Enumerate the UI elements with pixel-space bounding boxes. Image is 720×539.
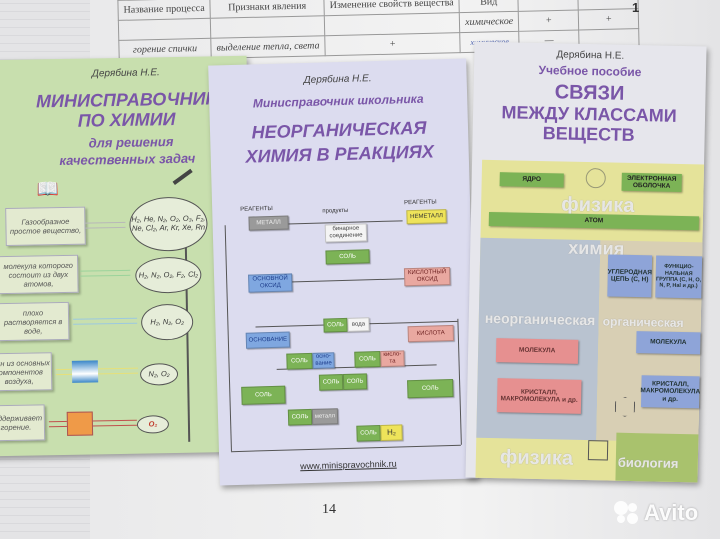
- zone-label-physics: физика: [499, 446, 574, 470]
- table-cell: +: [578, 8, 639, 30]
- author: Дерябина Н.Е.: [303, 73, 372, 87]
- table-cell: [210, 15, 325, 39]
- box-functional-group: ФУНКЦИО-НАЛЬНАЯ ГРУППА (C, H, O, N, P, H…: [655, 255, 703, 299]
- box-salt: СОЛЬ: [354, 350, 381, 368]
- label-reagents-right: РЕАГЕНТЫ: [404, 199, 437, 207]
- author: Дерябина Н.Е.: [556, 49, 625, 62]
- answer-oval: H₂, N₂, O₂, F₂, Cl₂: [135, 256, 202, 294]
- atom-icon: [585, 167, 606, 189]
- series-title: Минисправочник школьника: [252, 91, 424, 111]
- box-metal: МЕТАЛЛ: [248, 215, 289, 231]
- arrow: [80, 269, 131, 277]
- title-line2: ХИМИЯ В РЕАКЦИЯХ: [245, 141, 435, 167]
- label-reagents-left: РЕАГЕНТЫ: [240, 205, 273, 213]
- box-carbon-chain: УГЛЕРОДНАЯ ЦЕПЬ (C, H): [607, 254, 653, 298]
- box-binary-compound: бинарное соединение: [324, 223, 368, 243]
- box-nonmetal: НЕМЕТАЛЛ: [406, 209, 447, 225]
- box-base: ОСНОВАНИЕ: [245, 331, 291, 349]
- box-electron-shell: ЭЛЕКТРОННАЯ ОБОЛОЧКА: [621, 172, 682, 192]
- zone-label-inorganic: неорганическая: [484, 309, 596, 329]
- title-line1: НЕОРГАНИЧЕСКАЯ: [251, 117, 427, 143]
- condition-box: плохо растворяется в воде,: [0, 301, 70, 342]
- box-salt: СОЛЬ: [286, 352, 313, 370]
- box-nucleus: ЯДРО: [499, 172, 564, 188]
- pencil-icon: [172, 168, 193, 185]
- page-number-bottom: 14: [322, 502, 336, 517]
- diagram: физика химия неорганическая органическая…: [475, 159, 705, 483]
- box-acid: КИСЛОТА: [407, 324, 454, 343]
- avito-wordmark: Avito: [644, 500, 699, 525]
- box-salt: СОЛЬ: [325, 249, 370, 265]
- condition-box: один из основных компонентов воздуха,: [0, 352, 53, 392]
- answer-oval: H₂, He, N₂, O₂, O₃, F₂, Ne, Cl₂, Ar, Kr,…: [128, 196, 208, 252]
- answer-oval: N₂, O₂: [139, 362, 179, 386]
- condition-box: Газообразное простое вещество,: [5, 206, 86, 246]
- website-url: www.minispravochnik.ru: [300, 458, 397, 472]
- page-number-top: 1: [632, 0, 640, 15]
- booklet-relations-between-substance-classes: Дерябина Н.Е. Учебное пособие СВЯЗИ МЕЖД…: [465, 41, 707, 483]
- box-basic-oxide: ОСНОВНОЙ ОКСИД: [248, 273, 293, 293]
- box-atom: АТОМ: [488, 211, 699, 231]
- book-icon: 📖: [36, 179, 60, 200]
- table-cell: химическое: [459, 11, 519, 33]
- box-salt: СОЛЬ: [356, 425, 381, 442]
- box-salt: СОЛЬ: [323, 317, 348, 333]
- condition-box: поддерживает горение.: [0, 404, 46, 442]
- box-acid-short: кисло-та: [380, 350, 405, 367]
- air-icon: [71, 360, 99, 383]
- table-cell: +: [518, 9, 579, 32]
- avito-watermark: Avito: [614, 500, 698, 526]
- box-crystal-organic: КРИСТАЛЛ, МАКРОМОЛЕКУЛА и др.: [640, 375, 700, 409]
- answer-oval: O₂: [136, 415, 170, 434]
- box-hydrogen: H₂: [380, 424, 403, 442]
- box-salt: СОЛЬ: [318, 374, 344, 391]
- box-molecule-inorganic: МОЛЕКУЛА: [495, 338, 579, 364]
- label-products: продукты: [322, 207, 349, 215]
- box-crystal-inorganic: КРИСТАЛЛ, МАКРОМОЛЕКУЛА и др.: [496, 378, 582, 414]
- fire-icon: [66, 411, 94, 436]
- box-molecule-organic: МОЛЕКУЛА: [636, 331, 701, 355]
- box-metal-product: металл: [311, 408, 339, 425]
- table-cell: [118, 18, 211, 41]
- zone-label-biology: биология: [617, 454, 679, 471]
- subtitle: Учебное пособие: [538, 62, 642, 80]
- box-salt: СОЛЬ: [287, 408, 313, 426]
- avito-logo-icon: [614, 501, 640, 525]
- box-acid-oxide: КИСЛОТНЫЙ ОКСИД: [403, 267, 451, 287]
- crystal-lattice-icon: [587, 440, 609, 461]
- arrow: [73, 317, 138, 325]
- table-cell: +: [324, 32, 461, 56]
- title-line3: ВЕЩЕСТВ: [542, 123, 635, 145]
- box-salt: СОЛЬ: [342, 373, 368, 391]
- box-salt: СОЛЬ: [407, 378, 454, 399]
- table-cell: выделение тепла, света: [210, 35, 326, 59]
- table-header: Название процесса: [117, 0, 211, 21]
- box-salt: СОЛЬ: [241, 385, 286, 405]
- booklet-inorganic-chemistry-reactions: Дерябина Н.Е. Минисправочник школьника Н…: [208, 58, 478, 486]
- box-base-short: осно-вание: [312, 352, 335, 369]
- box-water: вода: [347, 317, 370, 332]
- condition-box: молекула которого состоит из двух атомов…: [0, 254, 79, 295]
- zone-label-organic: органическая: [602, 314, 684, 331]
- arrow: [85, 221, 126, 229]
